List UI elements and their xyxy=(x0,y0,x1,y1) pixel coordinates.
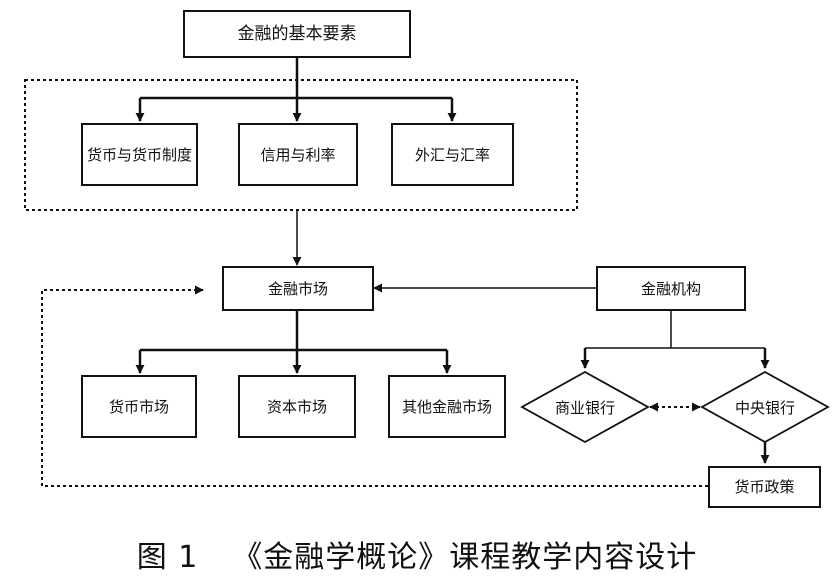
figure-caption: 图 1 《金融学概论》课程教学内容设计 xyxy=(0,532,834,576)
currency-system-node: 货币与货币制度 xyxy=(81,123,198,186)
commercial-bank-diamond xyxy=(520,370,650,444)
financial-institutions-node: 金融机构 xyxy=(596,266,746,311)
capital-market-node: 资本市场 xyxy=(238,375,356,438)
policy-feedback-loop xyxy=(41,285,708,487)
credit-interest-node: 信用与利率 xyxy=(238,123,358,186)
elements-group-frame xyxy=(24,79,578,211)
market-to-submarkets-arrows xyxy=(135,311,452,374)
forex-rate-node: 外汇与汇率 xyxy=(391,123,514,186)
figure-title: 《金融学概论》课程教学内容设计 xyxy=(232,540,698,575)
commercial-bank-label: 商业银行 xyxy=(554,398,615,417)
other-markets-node: 其他金融市场 xyxy=(388,375,506,438)
money-market-node: 货币市场 xyxy=(81,375,197,438)
institutions-to-banks-arrows xyxy=(580,311,770,369)
monetary-policy-node: 货币政策 xyxy=(708,466,821,508)
basic-elements-node: 金融的基本要素 xyxy=(183,10,411,58)
title-to-elements-arrows xyxy=(135,58,457,122)
figure-number: 图 1 xyxy=(136,540,199,575)
central-bank-label: 中央银行 xyxy=(734,398,795,417)
financial-market-node: 金融市场 xyxy=(222,266,374,311)
